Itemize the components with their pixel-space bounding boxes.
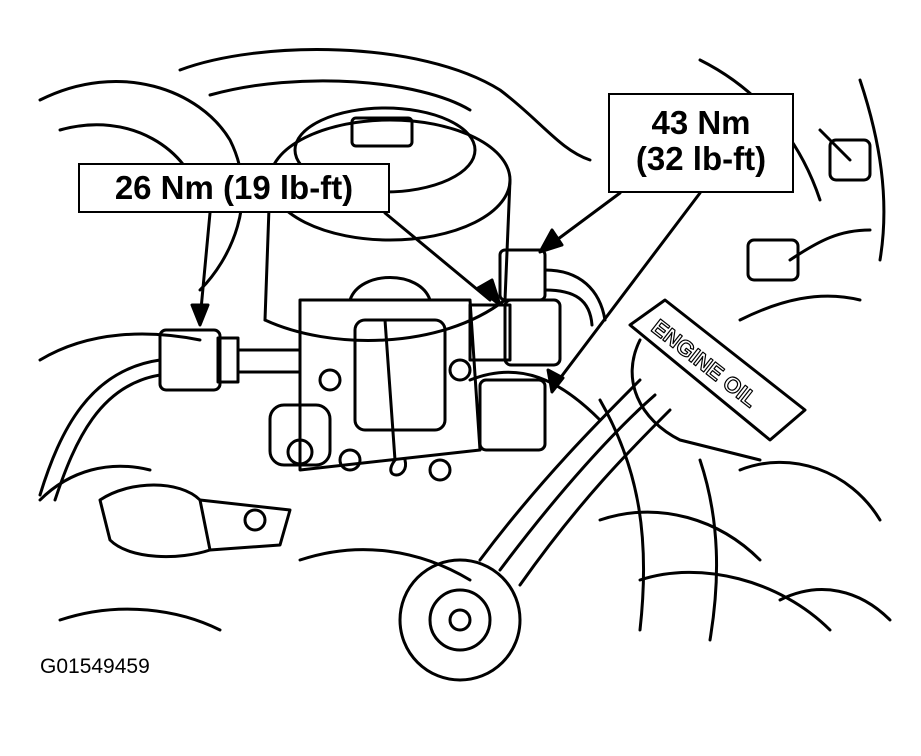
engine-background <box>38 48 892 632</box>
torque-callout-43nm-imperial: (32 lb-ft) <box>635 140 767 177</box>
figure-id: G01549459 <box>40 655 150 678</box>
lower-bracket <box>98 483 292 558</box>
valve-block <box>268 276 482 482</box>
torque-callout-43nm-metric: 43 Nm <box>651 104 751 141</box>
wiring-harness <box>478 128 872 642</box>
pulley <box>398 558 522 682</box>
engine-oil-cap: ENGINE OIL <box>628 298 807 462</box>
torque-callout-43nm: 43 Nm (32 lb-ft) <box>608 93 794 193</box>
torque-callout-26nm: 26 Nm (19 lb-ft) <box>78 163 390 213</box>
right-fittings <box>468 248 607 452</box>
left-fuel-line <box>38 328 302 502</box>
leader-arrows <box>190 191 702 394</box>
